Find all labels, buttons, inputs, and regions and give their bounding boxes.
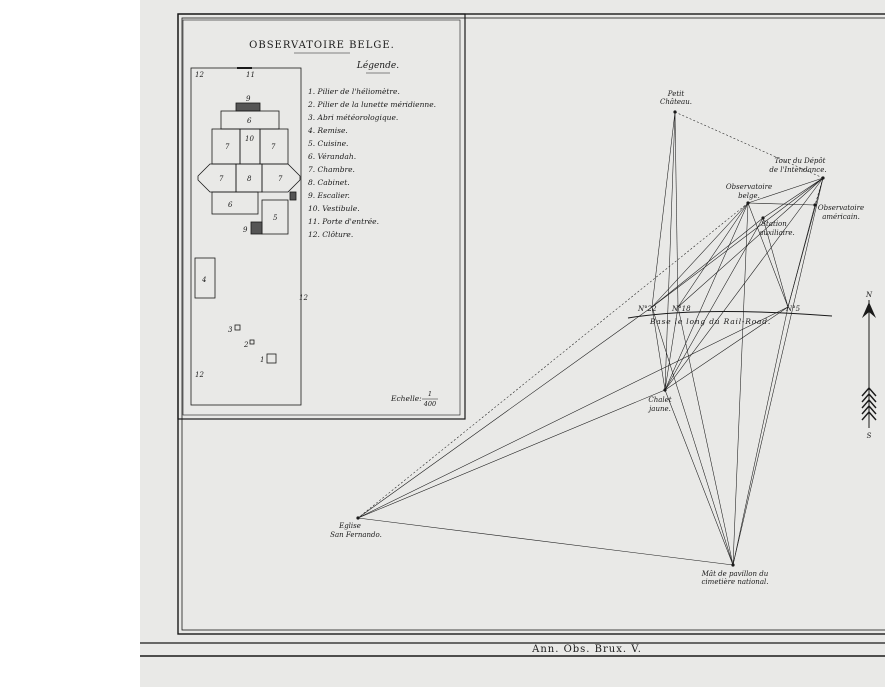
triangulation-map: OBSERVATOIRE BELGE. Légende. 1. Pilier d… [140,13,885,657]
plan-label: 6 [228,201,233,209]
legend-item: 5. Cuisine. [308,139,348,148]
station-point [356,516,360,520]
station-point [821,176,825,180]
label-chalet-2: jaune. [647,405,671,413]
compass-s-label: S [867,432,872,440]
station-point [673,110,677,114]
legend-item: 8. Cabinet. [308,178,350,187]
plan-label: 6 [247,117,252,125]
scale-numerator: 1 [428,390,432,398]
rail-road-base-line [627,310,833,319]
stair-bottom [250,221,263,235]
plan-label: 2 [243,341,249,349]
station-point [761,216,765,220]
plan-label: 4 [201,276,206,284]
plan-label: 1 [260,356,264,364]
plan-label: 7 [271,143,276,151]
scale-note: Echelle: 1 400 [390,390,438,408]
building-plan [190,67,302,406]
legend-item: 2. Pilier de la lunette méridienne. [307,100,436,109]
legend-item: 9. Escalier. [308,191,350,200]
base-mark-5: N°5 [785,305,801,313]
station-points [356,110,825,567]
plan-label: 12 [195,371,204,379]
base-line-label: Base le long du Rail-Road. [649,317,771,326]
label-petit-chateau-2: Château. [660,98,692,106]
label-tour-depot-2: de l'Intendance. [769,166,826,174]
scale-label: Echelle: [390,394,422,403]
plan-label: 12 [299,294,308,302]
base-labels: N°22 N°18 N°5 Base le long du Rail-Road. [637,305,801,326]
fence-enclosure [190,67,302,406]
outer-frame-inner [181,17,885,631]
outer-frame-outer [177,13,885,635]
plan-label: 3 [228,326,233,334]
inset-title: OBSERVATOIRE BELGE. [249,40,395,51]
legend-item: 1. Pilier de l'héliomètre. [308,87,400,96]
label-station-aux-2: auxiliaire. [759,229,794,237]
label-obs-americain-2: américain. [822,213,860,221]
room-7c [197,163,237,193]
legend-item: 3. Abri météorologique. [308,113,398,122]
legend-item: 4. Remise. [307,126,348,135]
triangulation-lines [357,111,824,566]
base-mark-22: N°22 [637,305,657,313]
legend-item: 10. Vestibule. [308,204,360,213]
remise [194,257,216,299]
label-obs-americain-1: Observatoire [818,204,864,212]
legend-item: 12. Clôture. [308,230,353,239]
side-stair [289,191,297,201]
plan-label: 7 [219,175,224,183]
compass-n-label: N [865,291,873,299]
plan-label: 5 [273,214,278,222]
stair-top [235,102,261,112]
inset-frame-inner [182,19,461,416]
north-arrow: N S [861,291,877,440]
label-mat-pavillon-1: Mât de pavillon du [701,570,769,578]
legend-item: 11. Porte d'entrée. [308,217,379,226]
pier-3 [234,324,241,331]
plan-label: 9 [243,226,248,234]
label-tour-depot-1: Tour du Dépôt [775,157,826,165]
inset-frame [177,13,466,420]
station-point [746,201,750,205]
kitchen [261,199,289,235]
label-station-aux-1: Station [761,220,787,228]
arrow-feather-icon [861,387,877,421]
plan-label: 10 [245,135,254,143]
pier-1 [266,353,277,364]
plan-label: 9 [246,95,251,103]
base-mark-18: N°18 [671,305,691,313]
plan-label: 8 [247,175,252,183]
legend-title: Légende. [356,60,399,71]
station-labels: Petit Château. Tour du Dépôt de l'Intend… [330,90,864,586]
label-eglise-2: San Fernando. [330,531,382,539]
legend-list: 1. Pilier de l'héliomètre. 2. Pilier de … [307,87,436,239]
legend-item: 7. Chambre. [308,165,355,174]
station-point [813,203,817,207]
pier-2 [249,339,255,345]
plan-label: 7 [278,175,283,183]
footer-caption: Ann. Obs. Brux. V. [531,644,642,655]
plan-label: 12 [195,71,204,79]
label-petit-chateau-1: Petit [667,90,685,98]
arrow-head-icon [862,302,876,318]
scale-denominator: 400 [423,400,436,408]
station-point [663,388,667,392]
label-mat-pavillon-2: cimetière national. [702,578,769,586]
label-eglise-1: Eglise [338,522,361,530]
map-sheet: OBSERVATOIRE BELGE. Légende. 1. Pilier d… [140,0,885,687]
veranda-bottom [211,191,259,215]
station-point [731,563,735,567]
room-7d [261,163,301,193]
label-chalet-1: Chalet [648,396,671,404]
label-obs-belge-1: Observatoire [726,183,772,191]
plan-labels: 12 11 9 6 7 10 7 7 8 7 6 5 9 4 12 3 2 1 … [195,71,308,379]
plan-label: 11 [246,71,255,79]
label-obs-belge-2: belge. [738,192,760,200]
legend-item: 6. Vérandah. [308,152,356,161]
plan-label: 7 [225,143,230,151]
